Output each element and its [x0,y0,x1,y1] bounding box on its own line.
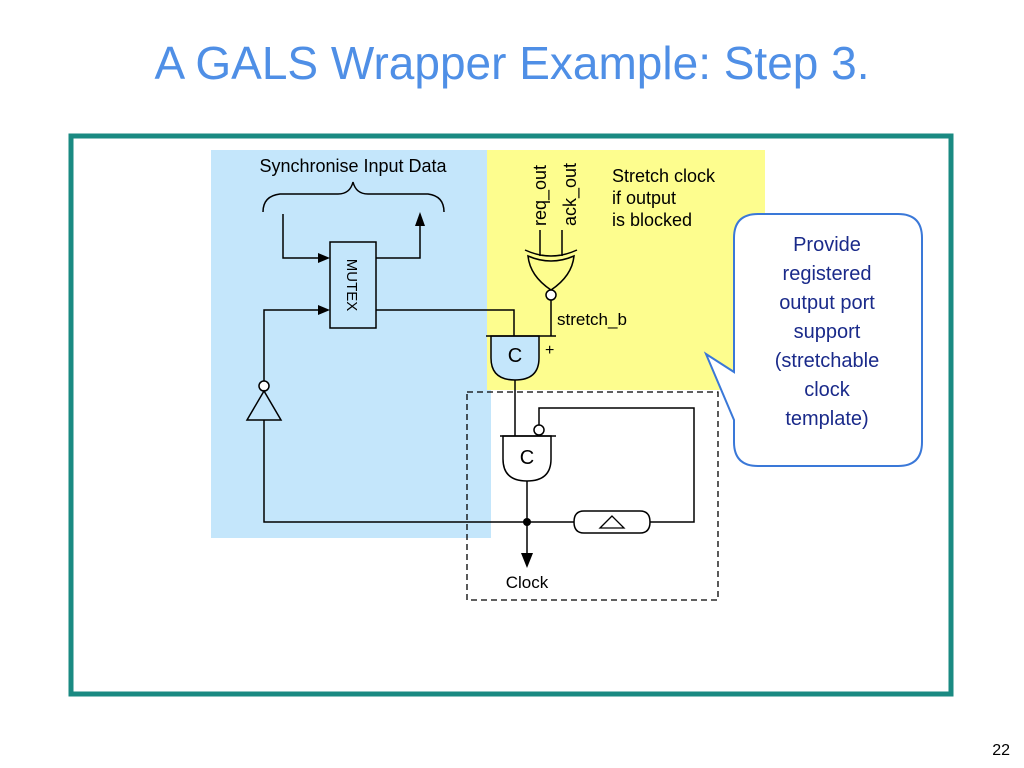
wire-feedback-loop [538,407,695,523]
mutex-block [329,241,377,329]
sync-region-label: Synchronise Input Data [259,156,447,176]
wire-mutex-to-brace [376,226,421,259]
stretch-label-line2: if output [612,188,676,208]
stretchable-clock-region [466,391,719,601]
callout-line-5: (stretchable [775,350,880,372]
c-upper-label: C [508,345,522,367]
wire-brace-to-mutex [282,214,320,259]
clock-label: Clock [506,573,549,592]
c-lower-bubble [533,424,545,436]
slide-number: 22 [992,742,1010,759]
ack-out-label: ack_out [560,163,581,226]
inverter-bubble [258,380,270,392]
stretch-label-line3: is blocked [612,210,692,230]
callout-line-4: support [794,321,861,343]
callout-text: Provide registered output port support (… [775,234,880,430]
xnor-bubble [545,289,557,301]
sync-region [211,150,491,538]
req-out-label: req_out [530,165,551,226]
wire-inverter-to-clock [263,420,528,523]
callout-line-1: Provide [793,234,861,256]
c-lower-label: C [520,447,534,469]
arrow-feedback-into-mutex-icon [318,305,330,315]
wire-feedback-to-mutex [263,309,318,388]
callout-line-3: output port [779,292,875,314]
callout-line-7: template) [785,408,868,430]
xnor-gate-back-icon [524,249,578,257]
plus-label: + [545,342,554,359]
delay-triangle-icon [598,515,626,529]
arrow-into-mutex-icon [318,253,330,263]
stretch-b-label: stretch_b [557,310,627,329]
curly-brace-icon [262,181,445,213]
mutex-label: MUTEX [343,259,360,312]
callout-line-6: clock [804,379,851,401]
callout-line-2: registered [783,263,872,285]
stretch-label-line1: Stretch clock [612,166,716,186]
wire-mutex-to-c [376,309,515,336]
clock-arrow-icon [521,553,533,568]
slide-title: A GALS Wrapper Example: Step 3. [154,37,870,89]
callout-bubble [703,213,923,467]
arrow-up-to-brace-icon [415,212,425,226]
xnor-gate-icon [527,254,575,291]
